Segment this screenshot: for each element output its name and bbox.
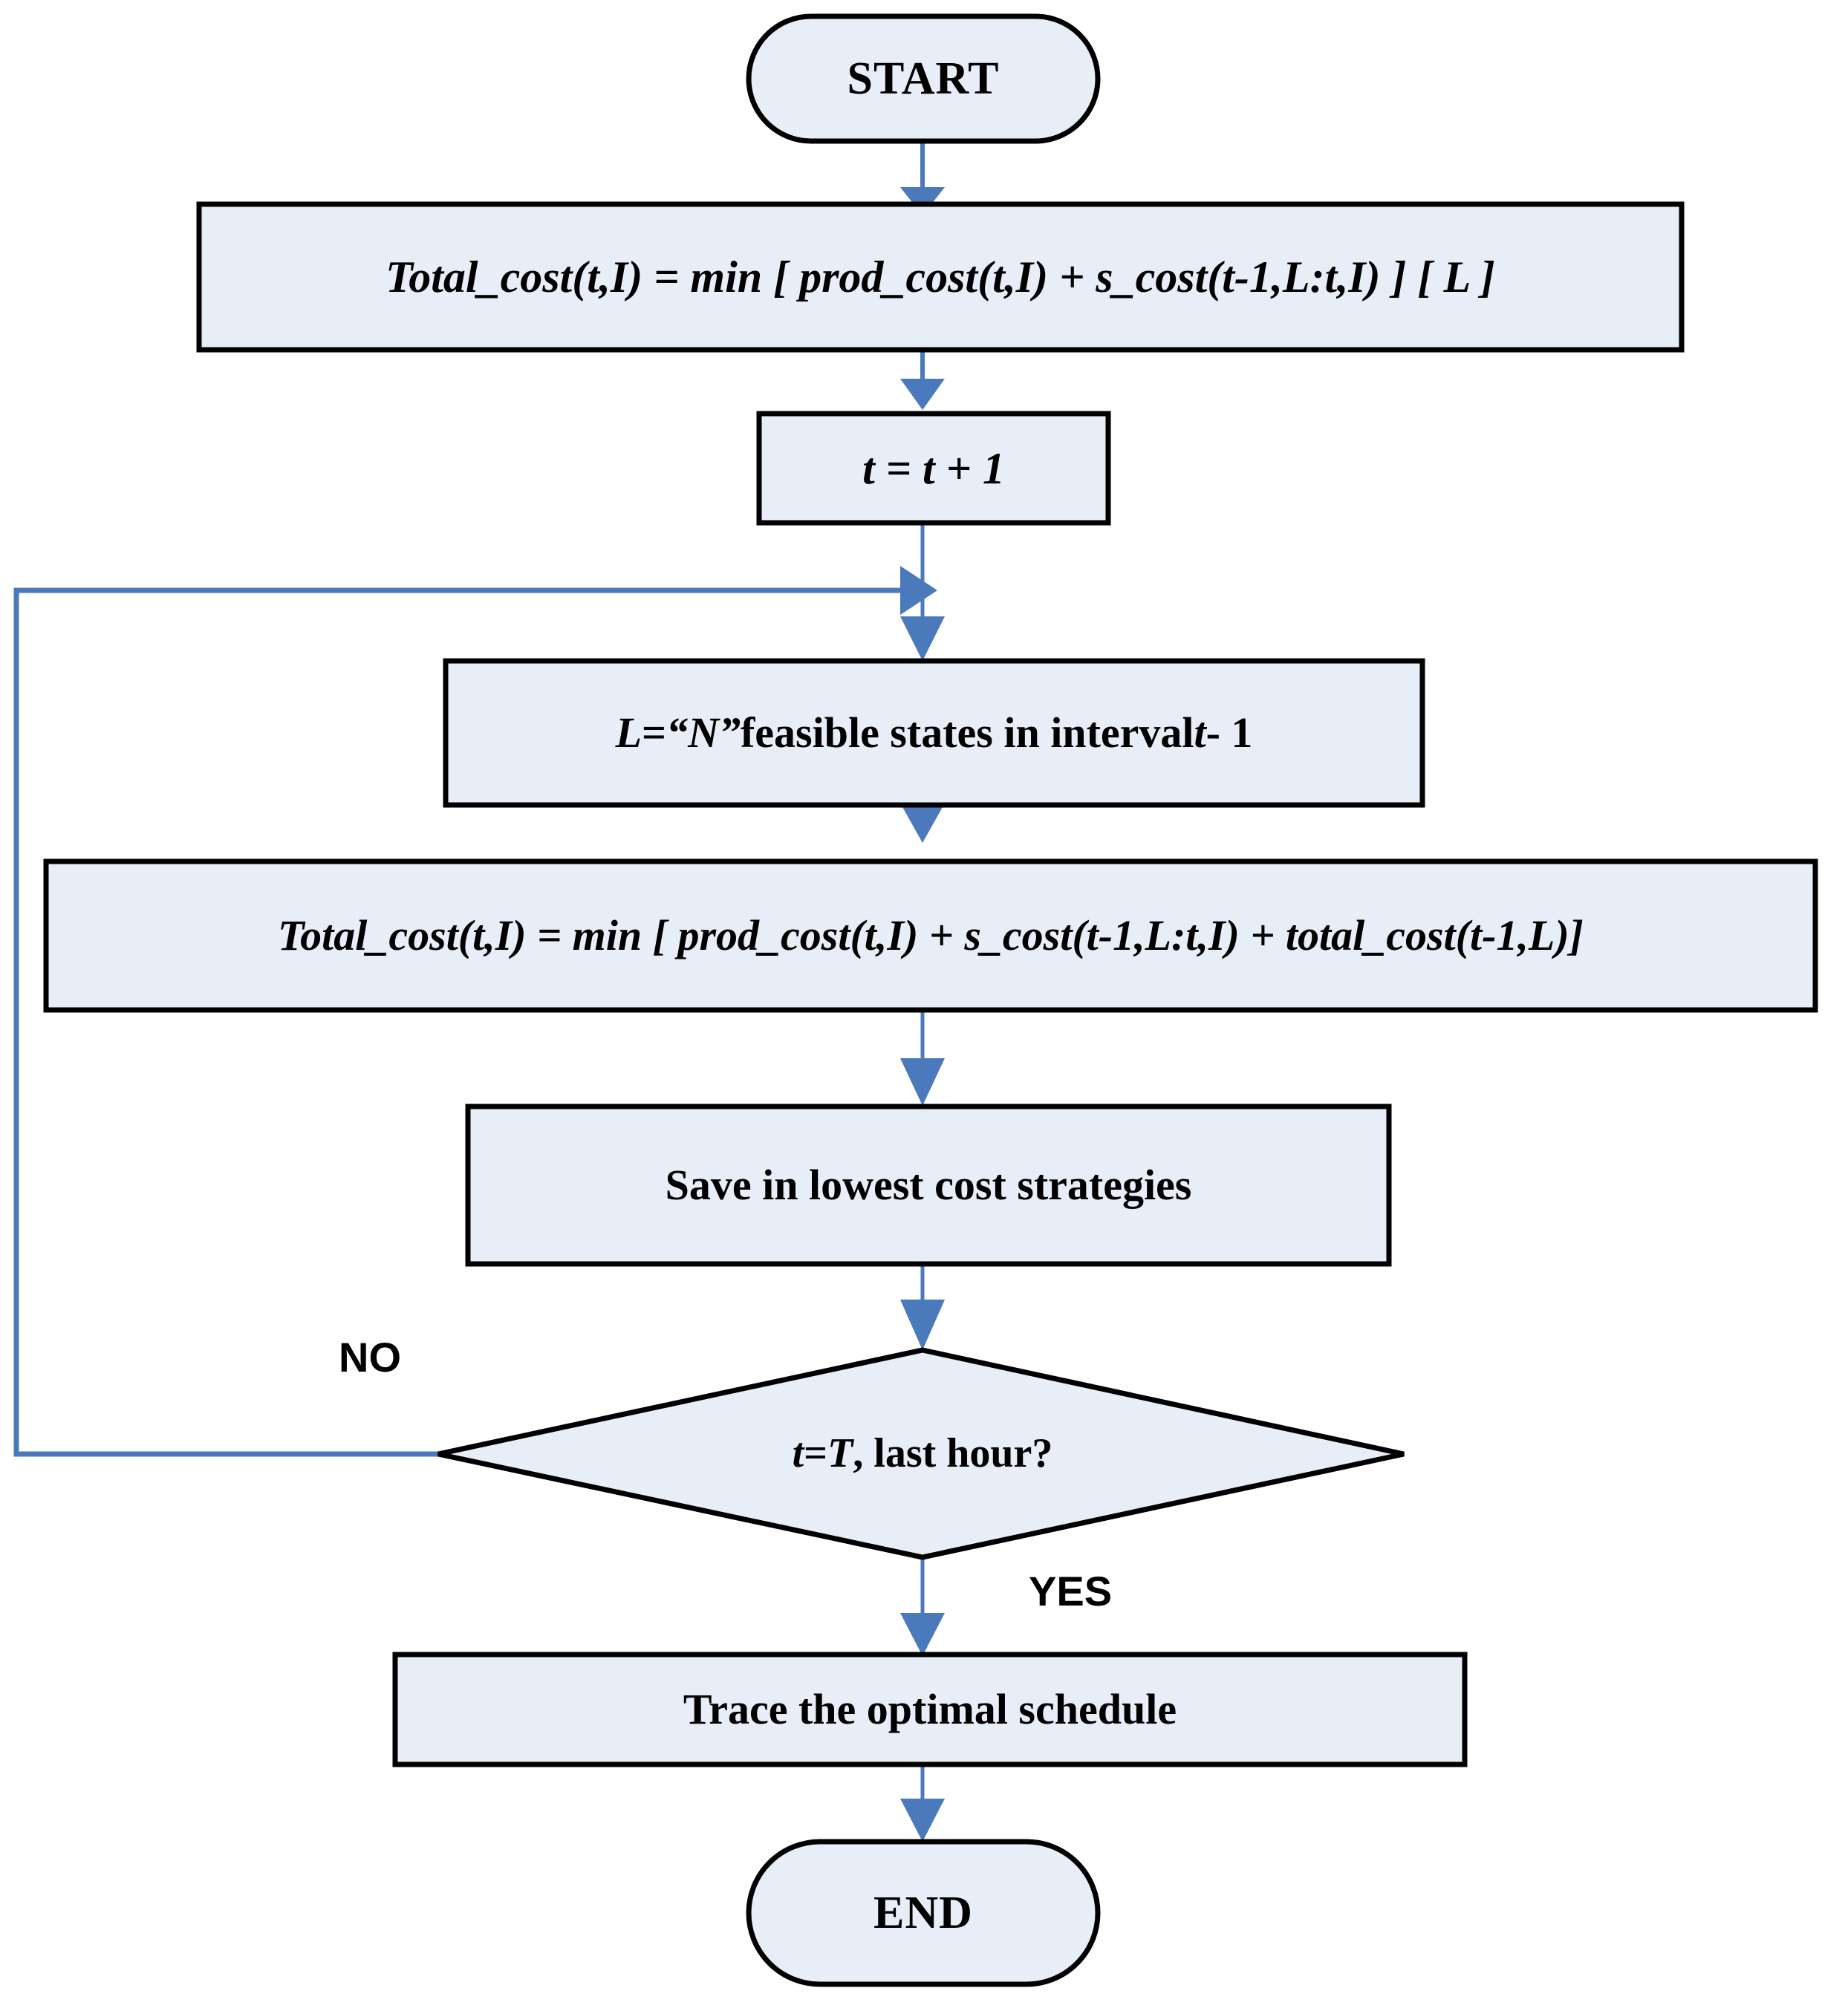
connector-save-strategies-to-decision [900,1262,945,1350]
node-increment-t-shape[interactable] [756,411,1111,526]
connector-recursive-cost-to-save-strategies [900,1008,945,1106]
node-start-shape[interactable] [746,13,1101,144]
node-save-strategies-shape[interactable] [465,1104,1392,1267]
connector-decision-yes-to-trace-schedule [900,1557,945,1656]
node-recursive-cost-shape[interactable] [43,858,1818,1013]
connector-feasible-states-to-recursive-cost [902,804,943,843]
node-init-cost-shape[interactable] [196,201,1685,353]
node-last-hour-decision-shape[interactable] [437,1347,1405,1560]
connector-init-cost-to-increment-t [900,349,945,410]
node-feasible-states-shape[interactable] [443,658,1425,808]
node-end-shape[interactable] [746,1839,1101,1987]
nodes-group [43,13,1818,1987]
connectors-group [13,139,945,1842]
connector-trace-schedule-to-end [900,1764,945,1842]
connector-no-feedback-loop [13,566,937,1457]
connector-start-to-init-cost [900,139,945,215]
node-trace-schedule-shape[interactable] [392,1652,1468,1767]
